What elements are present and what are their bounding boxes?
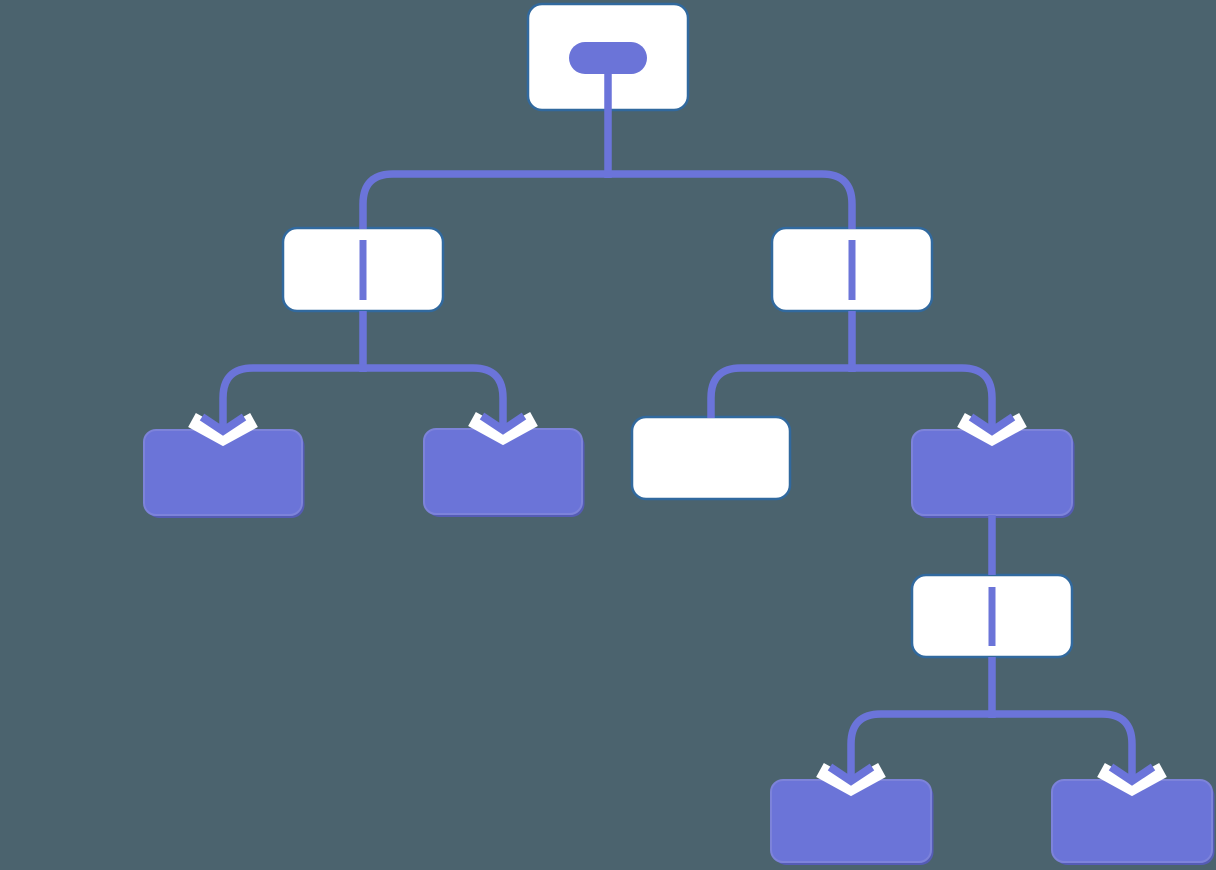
arrow-outline-chevron bbox=[957, 412, 1027, 447]
decorations-layer bbox=[359, 42, 996, 646]
connector-branch-1 bbox=[359, 170, 856, 229]
node-body[interactable] bbox=[630, 415, 792, 501]
node-child-right-1[interactable] bbox=[630, 415, 792, 501]
drop-arrow-icon-3 bbox=[957, 412, 1027, 447]
drop-arrow-icon-5 bbox=[1097, 762, 1167, 797]
arrow-head-chevron bbox=[479, 412, 527, 435]
connector-branch-2 bbox=[219, 364, 507, 430]
node-leaf-left-1[interactable] bbox=[143, 429, 305, 518]
node-leaf-left-2[interactable] bbox=[423, 428, 585, 517]
root-pill-decoration bbox=[569, 42, 647, 74]
node-leaf-bottom-1[interactable] bbox=[770, 779, 934, 865]
arrow-head-chevron bbox=[827, 763, 875, 786]
connector-branch-3 bbox=[707, 364, 996, 430]
arrow-outline-chevron bbox=[188, 412, 258, 447]
connectors-layer bbox=[219, 58, 1136, 780]
drop-arrow-icon-2 bbox=[468, 411, 538, 446]
node-leaf-bottom-2[interactable] bbox=[1051, 779, 1215, 865]
arrow-head-chevron bbox=[968, 413, 1016, 436]
arrow-outline-chevron bbox=[816, 762, 886, 797]
arrow-head-chevron bbox=[1108, 763, 1156, 786]
arrowheads-layer bbox=[188, 411, 1167, 797]
nodes-layer bbox=[143, 2, 1215, 865]
connector-branch-4 bbox=[847, 710, 1136, 780]
arrow-head-chevron bbox=[199, 413, 247, 436]
drop-arrow-icon-1 bbox=[188, 412, 258, 447]
arrow-outline-chevron bbox=[1097, 762, 1167, 797]
arrow-outline-chevron bbox=[468, 411, 538, 446]
drop-arrow-icon-4 bbox=[816, 762, 886, 797]
